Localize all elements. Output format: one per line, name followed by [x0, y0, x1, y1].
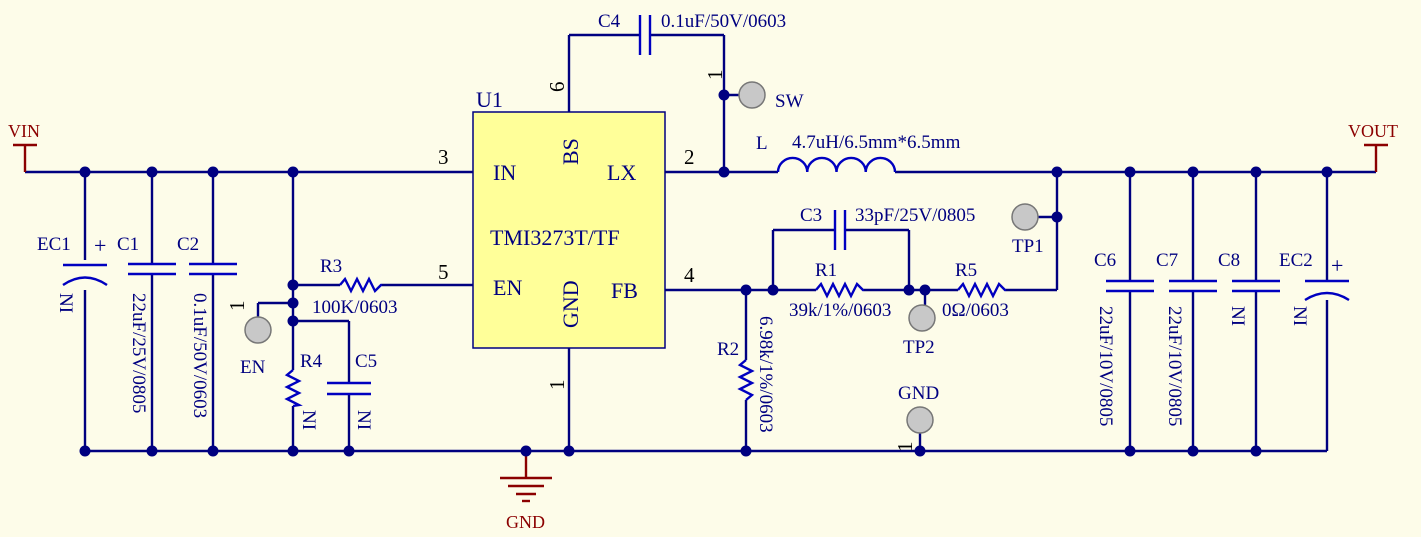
tp-en-pin: 1	[225, 301, 249, 312]
tp-gnd-label: GND	[898, 383, 939, 404]
capacitor-ec2: + EC2 NI	[1279, 250, 1350, 326]
vin-port: VIN	[8, 121, 40, 172]
c3-value: 33pF/25V/0805	[855, 205, 975, 226]
testpoint-en: EN 1	[225, 301, 272, 378]
c8-ref: C8	[1218, 250, 1240, 271]
pin-number-bs: 6	[545, 82, 569, 93]
ic-ref: U1	[476, 87, 503, 112]
c6-ref: C6	[1094, 250, 1116, 271]
resistor-r1: R1 39k/1%/0603	[789, 260, 891, 321]
capacitor-c2: C2 0.1uF/50V/0603	[177, 234, 237, 418]
pin-label-gnd: GND	[558, 280, 583, 328]
inductor-l: L 4.7uH/6.5mm*6.5mm	[756, 132, 961, 173]
tp2-label: TP2	[903, 337, 935, 358]
testpoint-tp2: TP2	[903, 304, 936, 358]
c6-value: 22uF/10V/0805	[1095, 306, 1116, 426]
tp-sw-pin: 1	[703, 70, 727, 81]
c8-value: NI	[1227, 306, 1248, 326]
vout-port: VOUT	[1348, 121, 1398, 172]
r2-value: 6.98k/1%/0603	[755, 316, 776, 433]
gnd-label: GND	[506, 512, 545, 532]
r5-value: 0Ω/0603	[942, 300, 1009, 321]
ec1-polarity: +	[94, 233, 106, 258]
ec1-value: NI	[55, 293, 76, 313]
pin-label-lx: LX	[607, 160, 636, 185]
testpoint-sw: SW 1	[703, 70, 804, 113]
tp-en-label: EN	[240, 357, 266, 378]
capacitor-c7: C7 22uF/10V/0805	[1156, 250, 1217, 426]
testpoint-tp1: TP1	[1011, 203, 1044, 257]
vout-label: VOUT	[1348, 121, 1398, 141]
gnd-port: GND	[500, 476, 552, 532]
resistor-r5: R5 0Ω/0603	[942, 260, 1009, 321]
ec2-polarity: +	[1331, 253, 1343, 278]
junction-dots	[79, 89, 1333, 457]
c7-value: 22uF/10V/0805	[1164, 306, 1185, 426]
r5-ref: R5	[955, 260, 977, 281]
c3-ref: C3	[800, 205, 822, 226]
tp1-label: TP1	[1012, 236, 1044, 257]
ec1-ref: EC1	[37, 234, 71, 255]
c5-ref: C5	[355, 351, 377, 372]
pin-label-in: IN	[493, 160, 516, 185]
r3-value: 100K/0603	[312, 297, 398, 318]
pin-number-lx: 2	[684, 145, 695, 169]
capacitor-c8: C8 NI	[1218, 250, 1280, 326]
capacitor-c4: C4 0.1uF/50V/0603	[598, 11, 786, 55]
c2-ref: C2	[177, 234, 199, 255]
resistor-r3: R3 100K/0603	[312, 256, 398, 318]
pin-number-in: 3	[438, 145, 449, 169]
pin-label-fb: FB	[611, 278, 638, 303]
resistor-r4: R4 NI	[284, 351, 323, 430]
r4-ref: R4	[300, 351, 323, 372]
vin-label: VIN	[8, 121, 40, 141]
pin-number-gnd: 1	[545, 380, 569, 391]
c4-value: 0.1uF/50V/0603	[661, 11, 786, 32]
capacitor-c6: C6 22uF/10V/0805	[1094, 250, 1154, 426]
pin-label-en: EN	[493, 275, 522, 300]
pin-number-fb: 4	[684, 263, 695, 287]
pin-label-bs: BS	[558, 138, 583, 165]
testpoint-gnd: GND 1	[893, 383, 939, 452]
ec2-value: NI	[1289, 306, 1310, 326]
c1-value: 22uF/25V/0805	[128, 293, 149, 413]
r3-ref: R3	[320, 256, 342, 277]
c4-ref: C4	[598, 11, 621, 32]
tp-sw-label: SW	[775, 91, 804, 112]
c5-value: NI	[353, 410, 374, 430]
capacitor-c1: C1 22uF/25V/0805	[117, 234, 176, 413]
c7-ref: C7	[1156, 250, 1178, 271]
r2-ref: R2	[717, 339, 739, 360]
r1-value: 39k/1%/0603	[789, 300, 891, 321]
l-ref: L	[756, 133, 768, 154]
resistor-r2: R2 6.98k/1%/0603	[717, 316, 776, 433]
c2-value: 0.1uF/50V/0603	[189, 293, 210, 418]
tp-gnd-pin: 1	[893, 442, 917, 453]
ic-u1: U1 TMI3273T/TF IN EN LX FB BS GND 3 5 2 …	[438, 82, 695, 391]
capacitor-ec1: + EC1 NI	[37, 233, 108, 313]
r4-value: NI	[298, 410, 319, 430]
c1-ref: C1	[117, 234, 139, 255]
r1-ref: R1	[815, 260, 837, 281]
pin-number-en: 5	[438, 260, 449, 284]
ec2-ref: EC2	[1279, 250, 1313, 271]
capacitor-c3: C3 33pF/25V/0805	[800, 205, 975, 250]
l-value: 4.7uH/6.5mm*6.5mm	[792, 132, 961, 153]
capacitor-c5: C5 NI	[327, 351, 377, 430]
ic-part: TMI3273T/TF	[490, 225, 620, 250]
